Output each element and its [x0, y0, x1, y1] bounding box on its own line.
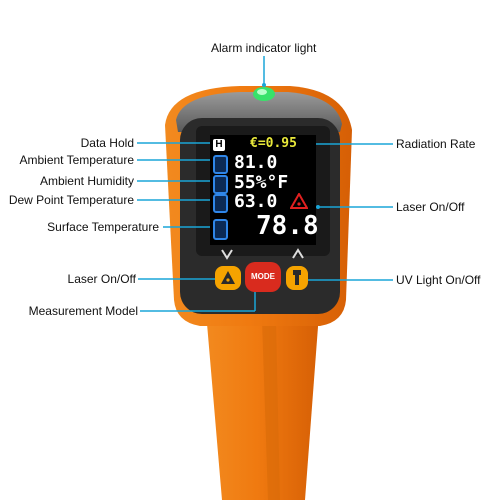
lcd-display: H €=0.95 81.0 55%°F 63.0 78.8 [210, 135, 319, 245]
label-measurement-model: Measurement Model [28, 304, 138, 318]
uv-light-button[interactable] [286, 266, 308, 290]
mode-button[interactable]: MODE [245, 262, 281, 292]
label-ambient-humidity: Ambient Humidity [39, 174, 134, 188]
down-arrow-icon [221, 249, 233, 260]
label-uv-light: UV Light On/Off [396, 273, 481, 287]
label-laser-right: Laser On/Off [396, 200, 465, 214]
label-data-hold: Data Hold [80, 136, 134, 150]
label-laser-left: Laser On/Off [67, 272, 136, 286]
label-dew-point: Dew Point Temperature [8, 193, 134, 207]
laser-warning-icon [221, 271, 235, 284]
label-radiation-rate: Radiation Rate [396, 137, 476, 151]
dew-point-readout: 63.0 [234, 191, 278, 212]
handle [205, 300, 320, 500]
emissivity-readout: €=0.95 [250, 136, 297, 151]
data-hold-indicator: H [213, 139, 225, 151]
dew-point-icon [213, 194, 228, 213]
laser-button[interactable] [215, 266, 241, 290]
laser-warning-icon [290, 193, 308, 209]
label-alarm: Alarm indicator light [211, 41, 317, 55]
surface-temp-readout: 78.8 [256, 211, 319, 241]
humidity-readout: 55%°F [234, 172, 289, 193]
thermometer-icon [213, 155, 228, 174]
label-surface-temp: Surface Temperature [47, 220, 159, 234]
water-drop-icon [213, 175, 228, 194]
ambient-temp-readout: 81.0 [234, 152, 278, 173]
up-arrow-icon [292, 248, 304, 259]
surface-thermometer-icon [213, 219, 228, 240]
flashlight-icon [293, 270, 301, 285]
label-ambient-temp: Ambient Temperature [19, 153, 134, 167]
